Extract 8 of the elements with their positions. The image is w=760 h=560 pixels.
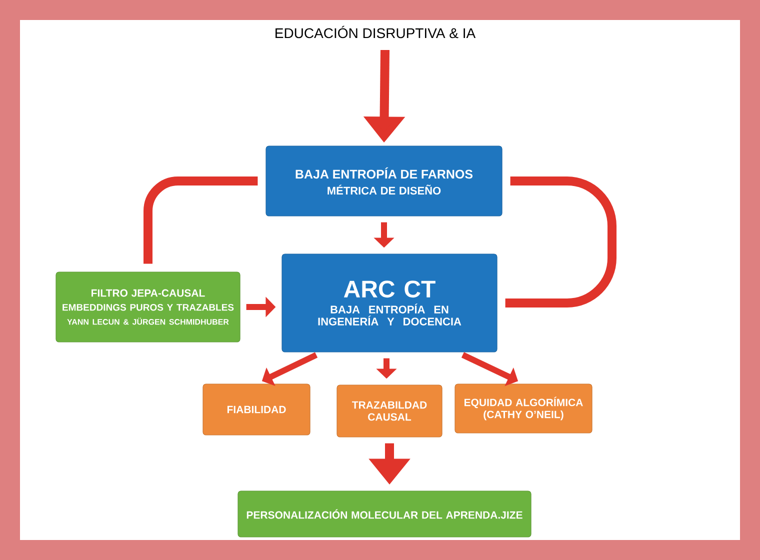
title: EDUCACIÓN DISRUPTIVA & IA bbox=[276, 26, 476, 38]
outcome-box: EQUIDAD ALGORÍMICA (CATHY O’NEIL) bbox=[454, 384, 592, 434]
outcome-box: FIABILIDAD bbox=[202, 384, 310, 436]
outcome-box: TRAZABILDAD CAUSAL bbox=[336, 384, 442, 438]
process-box: BAJA ENTROPÍA DE FARNOS MÉTRICA DE DISEÑO bbox=[266, 146, 502, 216]
outcome-box: PERSONALIZACIÓN MOLECULAR DEL APRENDA.JIZE bbox=[238, 490, 532, 538]
input-box: FILTRO JEPA-CAUSAL EMBEDDINGS PUROS Y TRAZABLES YANN LECUN & JÜRGEN SCHMIDHUBER bbox=[56, 272, 240, 342]
central-box: ARC CT BAJA ENTROPÍA EN INGENERÍA Y DOCENCIA bbox=[282, 254, 498, 352]
